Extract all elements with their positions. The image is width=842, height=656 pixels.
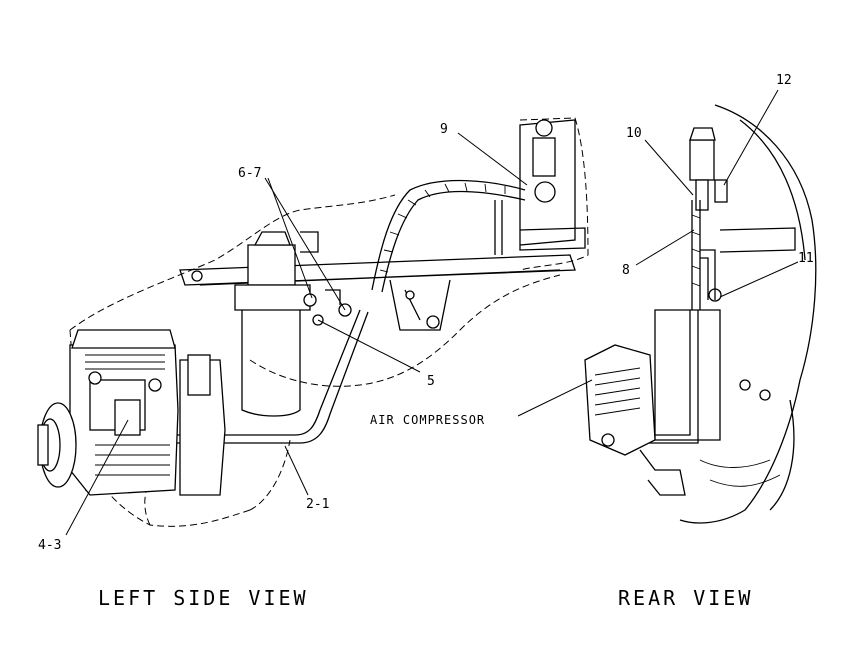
- pulley-hub: [37, 424, 49, 466]
- compressor-fins: [85, 354, 170, 476]
- discharge-hose-edge: [381, 190, 526, 293]
- bolt-3: [405, 290, 415, 300]
- left-side-view-caption: LEFT SIDE VIEW: [98, 586, 309, 610]
- leader-6-7: [264, 177, 346, 311]
- leader-11: [719, 261, 799, 298]
- leader-8: [635, 229, 695, 266]
- vertical-pipe: [691, 200, 701, 310]
- air-dryer-canister: [241, 305, 301, 417]
- valve-body-top: [532, 137, 556, 177]
- callout-9: 9: [440, 122, 448, 137]
- engine-outline-dashed: [69, 117, 589, 527]
- flywheel-housing-inner: [739, 119, 806, 511]
- frame-rail-lower: [389, 279, 451, 331]
- air-dryer-head: [247, 244, 296, 286]
- hose-braid: [379, 182, 506, 273]
- rear-frame-column: [654, 309, 721, 441]
- dryer-ports: [300, 231, 341, 305]
- callout-11: 11: [798, 251, 814, 266]
- governor: [187, 354, 211, 396]
- callout-5: 5: [427, 374, 435, 389]
- pipe-braid: [691, 214, 701, 287]
- fitting-12: [714, 179, 728, 203]
- mount-bracket-stem: [494, 200, 503, 255]
- valve-cap: [535, 119, 553, 137]
- bolt-1: [191, 270, 203, 282]
- compressor-port-1: [88, 371, 102, 385]
- callouts: 9 6-7 5 2-1 4-3 10 12 8 11: [38, 73, 814, 553]
- fitting-6: [303, 293, 317, 307]
- mount-bracket: [519, 119, 586, 251]
- flywheel-housing-outline: [679, 104, 817, 524]
- rear-compressor-fins: [594, 367, 641, 416]
- compressor-discharge-line: [130, 309, 361, 436]
- callout-6-7: 6-7: [238, 166, 261, 181]
- rear-compressor-body: [584, 344, 656, 456]
- leader-lines: [65, 89, 799, 536]
- discharge-hose: [371, 179, 526, 291]
- frame-rail: [179, 254, 576, 286]
- leader-9: [457, 132, 528, 186]
- rear-compressor-base: [639, 449, 686, 496]
- leader-4-3: [65, 419, 129, 536]
- housing-bolt-2: [739, 379, 751, 391]
- housing-bolt-ring: [699, 459, 781, 487]
- leader-12: [723, 89, 779, 186]
- compressor-head: [71, 329, 176, 349]
- leader-6-7-b: [267, 177, 313, 299]
- compressor-port-2: [148, 378, 162, 392]
- compressor-unloader: [114, 399, 141, 436]
- rear-view: [584, 104, 817, 524]
- callout-8: 8: [622, 263, 630, 278]
- left-side-view: [37, 117, 589, 527]
- rear-valve-cap: [689, 127, 716, 141]
- compressor-discharge-line-edge: [130, 311, 369, 444]
- leader-2-1: [284, 445, 309, 496]
- rear-valve-stem: [695, 179, 709, 211]
- elbow-fitting-9: [534, 181, 556, 203]
- callout-10: 10: [626, 126, 642, 141]
- air-dryer-base: [234, 284, 311, 311]
- rear-compressor-port: [601, 433, 615, 447]
- rear-valve-body: [689, 139, 715, 181]
- bolt-2: [426, 315, 440, 329]
- rear-view-caption: REAR VIEW: [618, 586, 753, 610]
- leader-5: [317, 319, 421, 373]
- rear-cross-member: [719, 227, 796, 253]
- callout-2-1: 2-1: [306, 497, 329, 512]
- air-dryer-cap: [253, 231, 291, 246]
- leader-air-compressor: [517, 379, 593, 417]
- callout-12: 12: [776, 73, 792, 88]
- leader-10: [644, 139, 694, 196]
- housing-bolt-1: [759, 389, 771, 401]
- callout-4-3: 4-3: [38, 538, 61, 553]
- air-compressor-label: AIR COMPRESSOR: [370, 413, 485, 427]
- pipe-elbow: [700, 249, 716, 300]
